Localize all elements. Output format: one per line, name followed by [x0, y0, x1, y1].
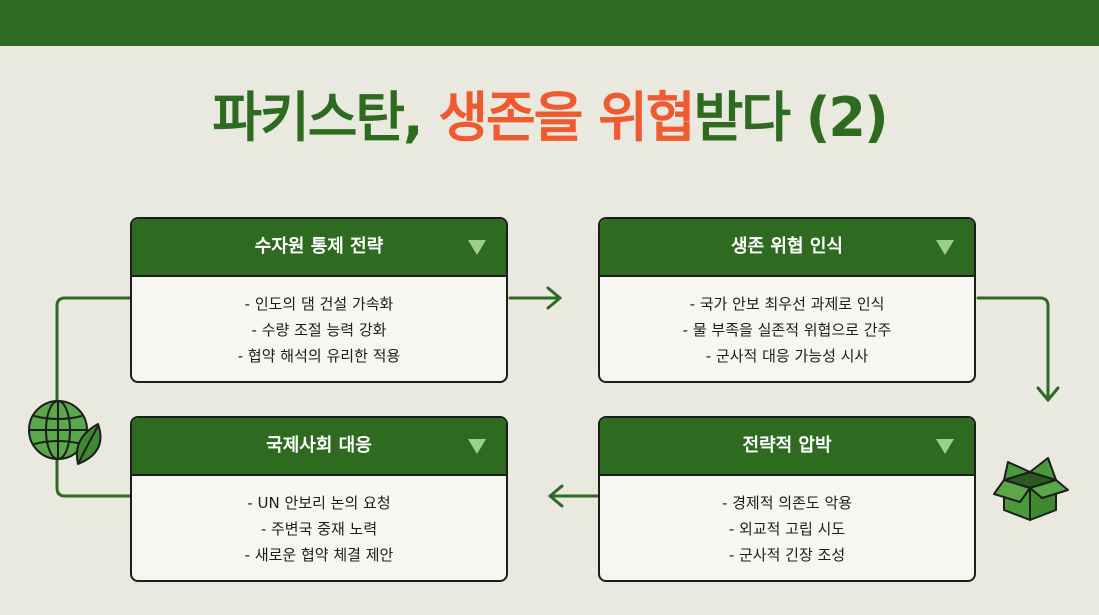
- globe-leaf-icon: [28, 400, 102, 465]
- card-item: - 수량 조절 능력 강화: [251, 321, 387, 339]
- card-title: 생존 위협 인식: [731, 236, 843, 257]
- card-body: - 경제적 의존도 악용 - 외교적 고립 시도 - 군사적 긴장 조성: [600, 476, 974, 568]
- card-item: - 경제적 의존도 악용: [721, 494, 853, 512]
- arrowhead-right: [546, 286, 562, 310]
- card-title: 수자원 통제 전략: [254, 236, 384, 257]
- connector-left: [55, 296, 132, 498]
- triangle-down-icon[interactable]: [936, 240, 954, 255]
- title-part1: 파키스탄,: [212, 86, 439, 149]
- card-body: - UN 안보리 논의 요청 - 주변국 중재 노력 - 새로운 협약 체결 제…: [132, 476, 506, 568]
- card-survival-threat-perception: 생존 위협 인식 - 국가 안보 최우선 과제로 인식 - 물 부족을 실존적 …: [598, 217, 976, 383]
- card-item: - 외교적 고립 시도: [728, 520, 846, 538]
- triangle-down-icon[interactable]: [468, 240, 486, 255]
- title-accent: 생존을 위협: [438, 86, 695, 149]
- card-title: 전략적 압박: [742, 435, 832, 456]
- card-header: 국제사회 대응: [132, 418, 506, 476]
- card-title: 국제사회 대응: [266, 435, 372, 456]
- card-item: - 주변국 중재 노력: [260, 520, 378, 538]
- card-item: - 물 부족을 실존적 위협으로 간주: [682, 321, 892, 339]
- arrowhead-left: [548, 484, 564, 508]
- card-item: - 인도의 댐 건설 가속화: [244, 295, 394, 313]
- card-water-control-strategy: 수자원 통제 전략 - 인도의 댐 건설 가속화 - 수량 조절 능력 강화 -…: [130, 217, 508, 383]
- open-box-icon: [993, 457, 1069, 521]
- title-part3: 받다 (2): [693, 86, 889, 149]
- card-header: 전략적 압박: [600, 418, 974, 476]
- card-header: 생존 위협 인식: [600, 219, 974, 277]
- card-body: - 인도의 댐 건설 가속화 - 수량 조절 능력 강화 - 협약 해석의 유리…: [132, 277, 506, 369]
- card-item: - 새로운 협약 체결 제안: [244, 546, 394, 564]
- triangle-down-icon[interactable]: [468, 439, 486, 454]
- card-item: - 군사적 대응 가능성 시사: [705, 347, 869, 365]
- card-strategic-pressure: 전략적 압박 - 경제적 의존도 악용 - 외교적 고립 시도 - 군사적 긴장…: [598, 416, 976, 582]
- card-item: - 군사적 긴장 조성: [728, 546, 846, 564]
- top-bar: [0, 0, 1099, 46]
- card-item: - UN 안보리 논의 요청: [247, 494, 391, 512]
- card-header: 수자원 통제 전략: [132, 219, 506, 277]
- card-item: - 국가 안보 최우선 과제로 인식: [689, 295, 885, 313]
- page-title: 파키스탄, 생존을 위협받다 (2): [0, 78, 1099, 158]
- triangle-down-icon[interactable]: [936, 439, 954, 454]
- card-item: - 협약 해석의 유리한 적용: [237, 347, 401, 365]
- connector-right: [976, 296, 1050, 402]
- arrowhead-down: [1036, 386, 1060, 402]
- card-international-response: 국제사회 대응 - UN 안보리 논의 요청 - 주변국 중재 노력 - 새로운…: [130, 416, 508, 582]
- card-body: - 국가 안보 최우선 과제로 인식 - 물 부족을 실존적 위협으로 간주 -…: [600, 277, 974, 369]
